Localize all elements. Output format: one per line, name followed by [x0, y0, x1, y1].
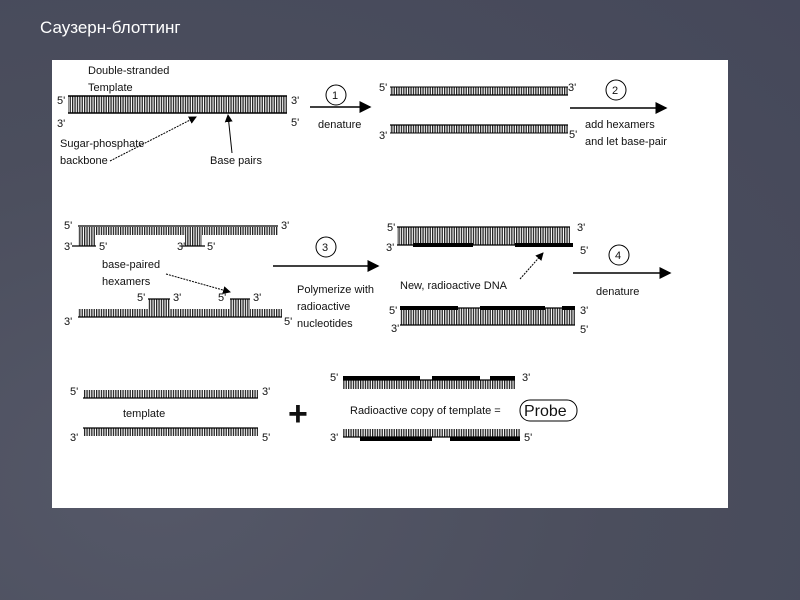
- step-circle: [325, 84, 347, 106]
- step-label: denature: [596, 286, 639, 298]
- end-label: 3': [177, 241, 185, 253]
- step-number: 4: [615, 250, 621, 262]
- probe-strand: [343, 429, 520, 441]
- end-label: 5': [137, 292, 145, 304]
- label-template: Template: [88, 82, 133, 94]
- strand-with-hexamers: [78, 298, 282, 318]
- strand-with-new-dna: [400, 306, 575, 326]
- plus-sign: +: [288, 395, 308, 433]
- end-label: 5': [379, 82, 387, 94]
- step-number: 1: [332, 90, 338, 102]
- pointer-arrow: [165, 273, 231, 294]
- end-label: 5': [569, 129, 577, 141]
- end-label: 3': [64, 241, 72, 253]
- end-label: 5': [330, 372, 338, 384]
- step-number: 3: [322, 242, 328, 254]
- step-circle: [608, 244, 630, 266]
- end-label: 3': [262, 386, 270, 398]
- slide-title: Саузерн-блоттинг: [40, 18, 181, 37]
- step-label: add hexamers: [585, 119, 655, 131]
- end-label: 5': [580, 245, 588, 257]
- end-label: 5': [64, 220, 72, 232]
- end-label: 5': [524, 432, 532, 444]
- pointer-arrow: [109, 116, 197, 162]
- step-number: 2: [612, 85, 618, 97]
- end-label: 3': [57, 118, 65, 130]
- end-label: 5': [262, 432, 270, 444]
- end-label: 3': [568, 82, 576, 94]
- label-base-paired: base-paired: [102, 259, 160, 271]
- strand-with-hexamers: [72, 225, 278, 247]
- label-backbone: backbone: [60, 155, 108, 167]
- step-label: and let base-pair: [585, 136, 667, 148]
- end-label: 5': [291, 117, 299, 129]
- end-label: 5': [70, 386, 78, 398]
- step-circle: [315, 236, 337, 258]
- end-label: 3': [70, 432, 78, 444]
- label-base-pairs: Base pairs: [210, 155, 262, 167]
- step-label: Polymerize with: [297, 284, 374, 296]
- step-circle: [605, 79, 627, 101]
- end-label: 3': [281, 220, 289, 232]
- end-label: 5': [207, 241, 215, 253]
- step-label: denature: [318, 119, 361, 131]
- end-label: 3': [173, 292, 181, 304]
- label-double-stranded: Double-stranded: [88, 65, 169, 77]
- end-label: 5': [57, 95, 65, 107]
- strand-with-new-dna: [397, 226, 573, 247]
- end-label: 5': [580, 324, 588, 336]
- end-label: 3': [253, 292, 261, 304]
- end-label: 3': [577, 222, 585, 234]
- label-new-radioactive-dna: New, radioactive DNA: [400, 280, 508, 292]
- pointer-arrow: [224, 114, 233, 154]
- template-strand: [83, 390, 258, 399]
- step-label: radioactive: [297, 301, 350, 313]
- pointer-arrow: [519, 252, 544, 280]
- probe-box: [519, 399, 578, 422]
- label-hexamers: hexamers: [102, 276, 151, 288]
- double-stranded-template: [68, 95, 287, 114]
- end-label: 5': [387, 222, 395, 234]
- end-label: 3': [391, 323, 399, 335]
- end-label: 3': [330, 432, 338, 444]
- end-label: 3': [291, 95, 299, 107]
- step-label: nucleotides: [297, 318, 353, 330]
- end-label: 5': [99, 241, 107, 253]
- single-strand: [390, 124, 568, 134]
- end-label: 5': [389, 305, 397, 317]
- end-label: 3': [580, 305, 588, 317]
- label-template: template: [123, 408, 165, 420]
- template-strand: [83, 427, 258, 436]
- label-radioactive-copy: Radioactive copy of template =: [350, 405, 501, 417]
- probe-strand: [343, 376, 515, 389]
- end-label: 3': [379, 130, 387, 142]
- end-label: 5': [218, 292, 226, 304]
- end-label: 3': [522, 372, 530, 384]
- end-label: 3': [386, 242, 394, 254]
- end-label: 3': [64, 316, 72, 328]
- end-label: 5': [284, 316, 292, 328]
- label-sugar-phosphate: Sugar-phosphate: [60, 138, 144, 150]
- label-probe: Probe: [524, 403, 567, 420]
- single-strand: [390, 86, 568, 96]
